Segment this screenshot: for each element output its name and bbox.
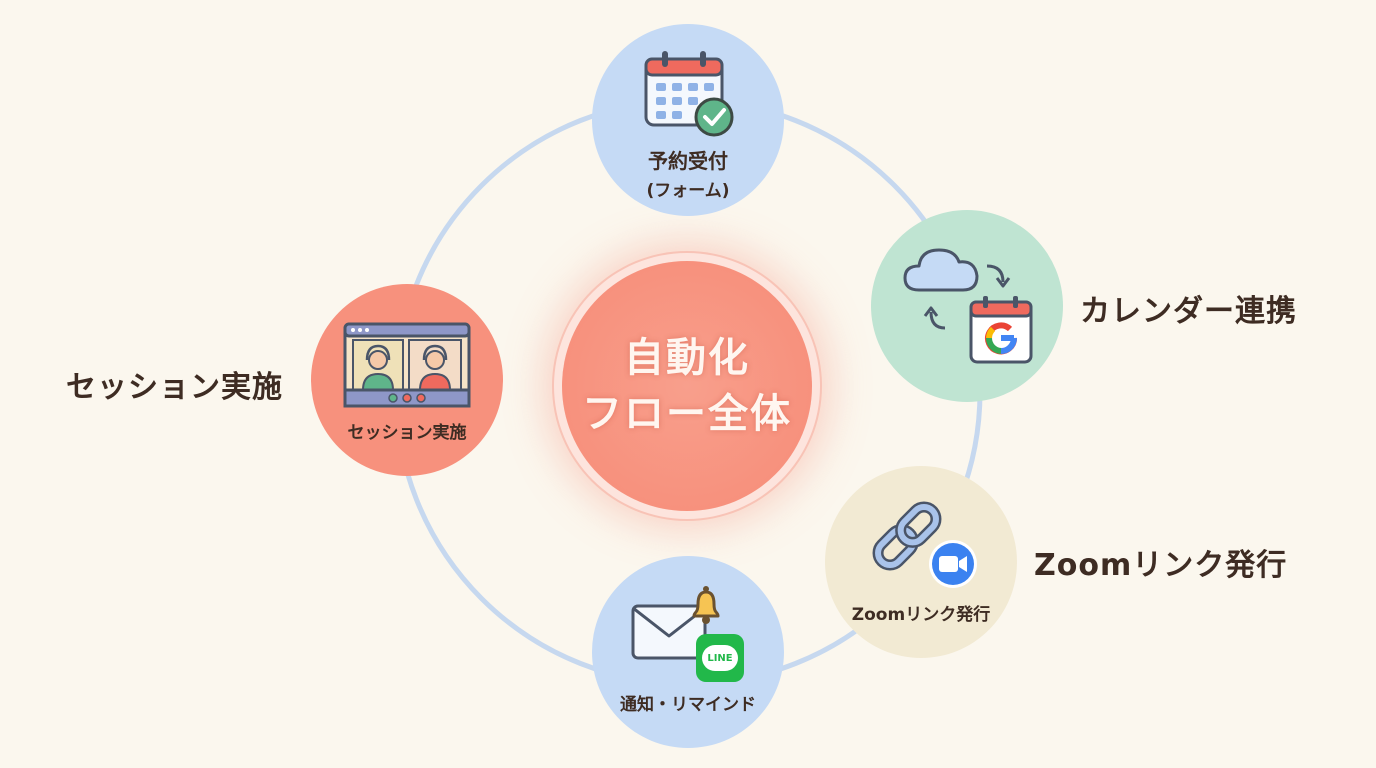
- side-label-calendar: カレンダー連携: [1080, 294, 1297, 329]
- side-label-zoom: Zoomリンク発行: [1034, 548, 1288, 583]
- node-booking-subtitle: (フォーム): [646, 181, 730, 201]
- chain-link-icon: [872, 501, 942, 571]
- line-badge-text: LINE: [707, 652, 733, 664]
- bell-icon: [692, 586, 720, 624]
- envelope-icon: [631, 604, 707, 660]
- center-hub: 自動化 フロー全体: [562, 261, 812, 511]
- video-call-icon: [343, 322, 471, 408]
- center-line2: フロー全体: [582, 391, 792, 437]
- node-notify[interactable]: LINE 通知・リマインド: [592, 556, 784, 748]
- node-session[interactable]: セッション実施: [311, 284, 503, 476]
- calendar-check-icon: [644, 51, 734, 137]
- node-booking-title: 予約受付: [648, 149, 728, 173]
- google-calendar-icon: [969, 296, 1033, 364]
- zoom-camera-icon: [929, 540, 977, 588]
- node-zoom-label: Zoomリンク発行: [851, 605, 991, 625]
- cloud-sync-icon: [903, 248, 1011, 330]
- side-label-session: セッション実施: [66, 370, 283, 405]
- line-app-icon: LINE: [696, 634, 744, 682]
- center-line1: 自動化: [624, 335, 750, 381]
- node-session-label: セッション実施: [347, 423, 467, 443]
- node-calendar[interactable]: [871, 210, 1063, 402]
- node-zoom[interactable]: Zoomリンク発行: [825, 466, 1017, 658]
- node-booking[interactable]: 予約受付 (フォーム): [592, 24, 784, 216]
- node-notify-label: 通知・リマインド: [620, 695, 756, 715]
